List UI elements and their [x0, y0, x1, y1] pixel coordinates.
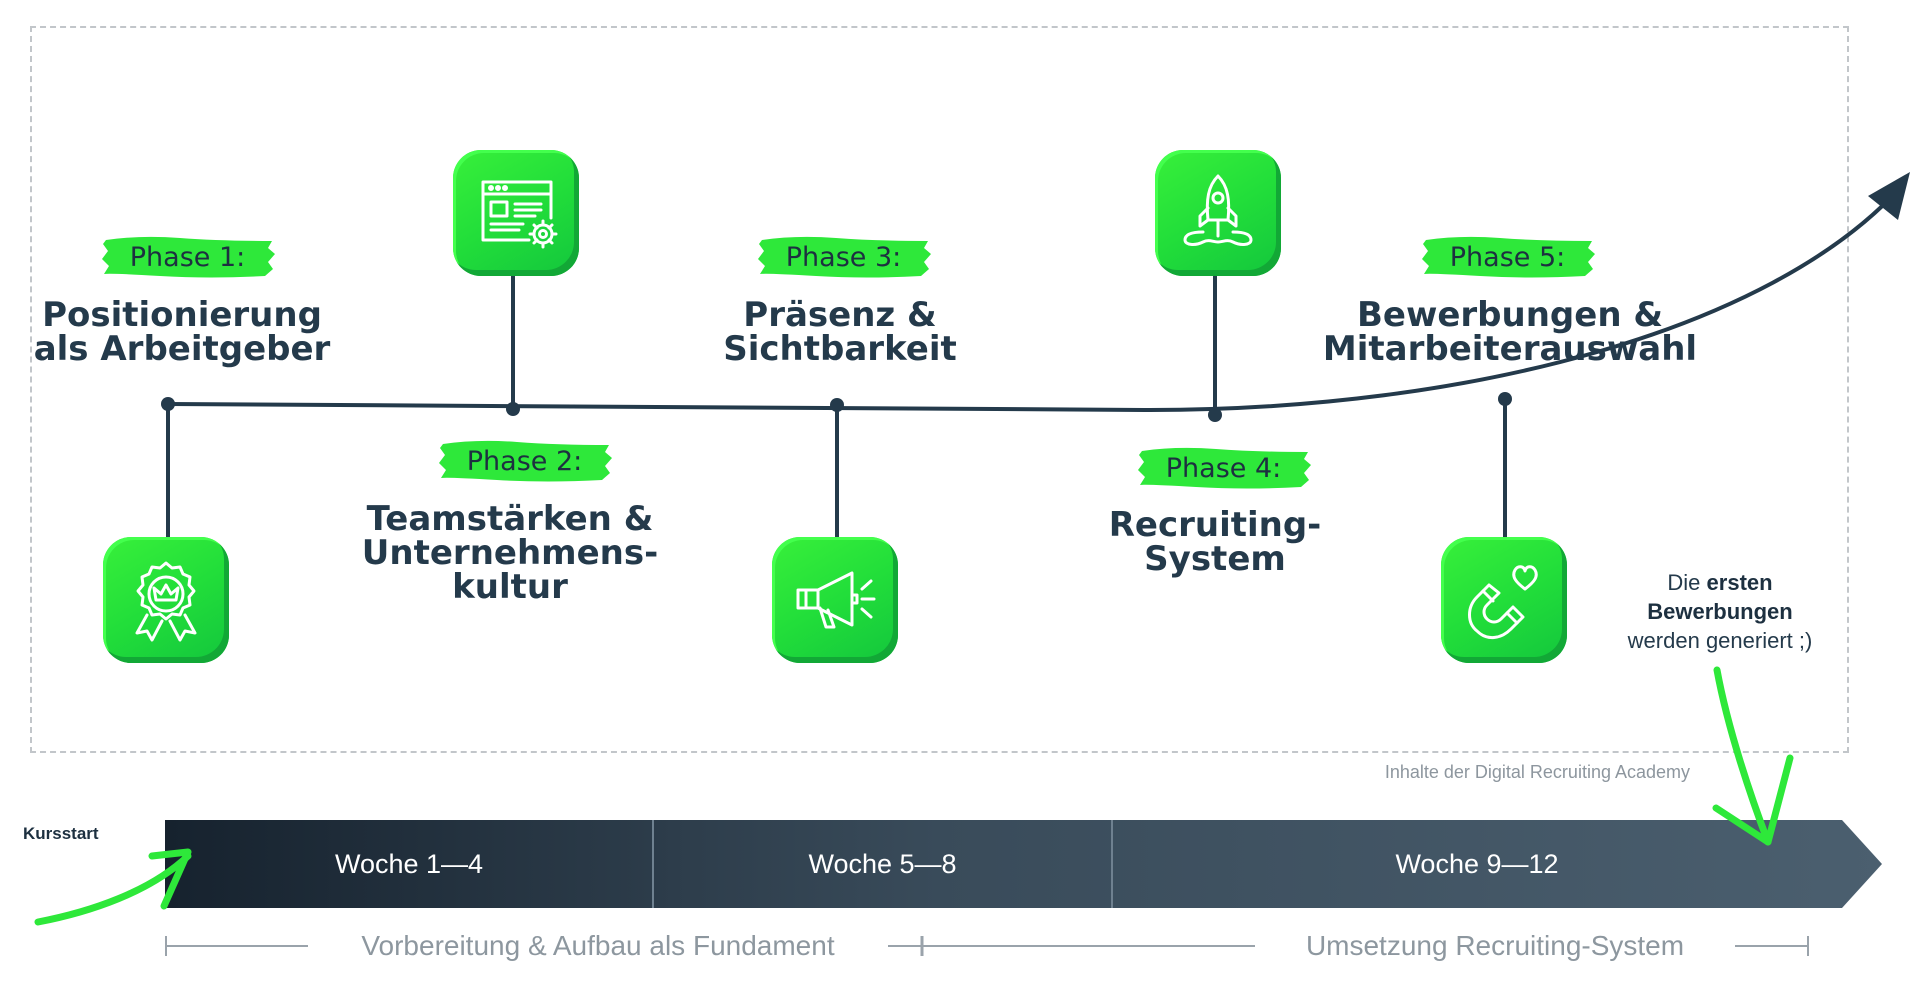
award-badge-icon: [103, 537, 229, 663]
note-bold-1: ersten: [1706, 570, 1773, 595]
phase-1-label: Phase 1:: [129, 241, 246, 273]
note-pre: Die: [1667, 570, 1707, 595]
phase-2-title-line-1: Teamstärken &: [366, 499, 654, 539]
brush-highlight: [1422, 236, 1595, 278]
phase-4-title-line-1: Recruiting-: [1108, 505, 1322, 545]
phase-1-tag: Phase 1:: [100, 232, 275, 282]
phase-5-title: Bewerbungen & Mitarbeiterauswahl: [1320, 298, 1700, 366]
kursstart-arrow: [34, 852, 192, 926]
range-label-foundation: Vorbereitung & Aufbau als Fundament: [308, 928, 888, 964]
phase-2-label: Phase 2:: [466, 445, 583, 477]
phase-4-title-line-2: System: [1144, 539, 1286, 579]
dot-phase-5: [1498, 392, 1512, 406]
phase-2-title: Teamstärken & Unternehmens- kultur: [350, 502, 670, 604]
megaphone-icon: [772, 537, 898, 663]
week-1-label: Woche 1—4: [334, 848, 484, 879]
brush-highlight: [758, 236, 931, 278]
phase-3-label: Phase 3:: [785, 241, 902, 273]
phase-1-title: Positionierung als Arbeitgeber: [32, 298, 332, 366]
timeline-curve: [167, 186, 1902, 413]
week-bar-shape: [165, 820, 1882, 908]
note-line-1: Die ersten: [1590, 568, 1850, 597]
dot-phase-4: [1208, 408, 1222, 422]
kursstart-arrowhead: [148, 848, 192, 910]
brush-highlight: [102, 236, 275, 278]
phase-4-title: Recruiting- System: [1090, 508, 1340, 576]
phase-2-title-line-3: kultur: [452, 567, 568, 607]
phase-2-tag: Phase 2:: [437, 436, 612, 486]
phase-5-label: Phase 5:: [1449, 241, 1566, 273]
phase-3-title-line-2: Sichtbarkeit: [723, 329, 957, 369]
phase-4-label: Phase 4:: [1165, 452, 1282, 484]
magnet-heart-icon: [1441, 537, 1567, 663]
phase-5-title-line-1: Bewerbungen &: [1356, 295, 1664, 335]
phase-3-title: Präsenz & Sichtbarkeit: [690, 298, 990, 366]
browser-settings-icon: [453, 150, 579, 276]
applications-arrowhead: [1712, 754, 1794, 846]
week-3-label: Woche 9—12: [1395, 848, 1559, 879]
range-label-implementation: Umsetzung Recruiting-System: [1255, 928, 1735, 964]
note-bold-2: Bewerbungen: [1647, 599, 1793, 624]
brush-highlight: [439, 440, 612, 482]
rocket-icon: [1155, 150, 1281, 276]
note-line-3: werden generiert ;): [1627, 628, 1813, 653]
first-applications-note: Die ersten Bewerbungen werden generiert …: [1590, 568, 1850, 655]
week-2-label: Woche 5—8: [808, 848, 957, 879]
kursstart-label: Kursstart: [23, 824, 99, 843]
timeline-arrowhead: [1868, 172, 1910, 220]
phase-1-title-line-2: als Arbeitgeber: [33, 329, 331, 369]
dot-phase-2: [506, 402, 520, 416]
dot-phase-3: [830, 398, 844, 412]
phase-3-title-line-1: Präsenz &: [743, 295, 937, 335]
phase-4-tag: Phase 4:: [1136, 443, 1311, 493]
phase-2-title-line-2: Unternehmens-: [361, 533, 659, 573]
phase-5-tag: Phase 5:: [1420, 232, 1595, 282]
note-line-2: Bewerbungen: [1590, 597, 1850, 626]
brush-highlight: [1138, 447, 1311, 489]
phase-1-title-line-1: Positionierung: [42, 295, 322, 335]
dot-phase-1: [161, 397, 175, 411]
dashed-frame: [30, 26, 1849, 753]
phase-3-tag: Phase 3:: [756, 232, 931, 282]
credit-text: Inhalte der Digital Recruiting Academy: [1384, 762, 1690, 782]
phase-5-title-line-2: Mitarbeiterauswahl: [1322, 329, 1698, 369]
applications-arrow: [1713, 666, 1772, 846]
